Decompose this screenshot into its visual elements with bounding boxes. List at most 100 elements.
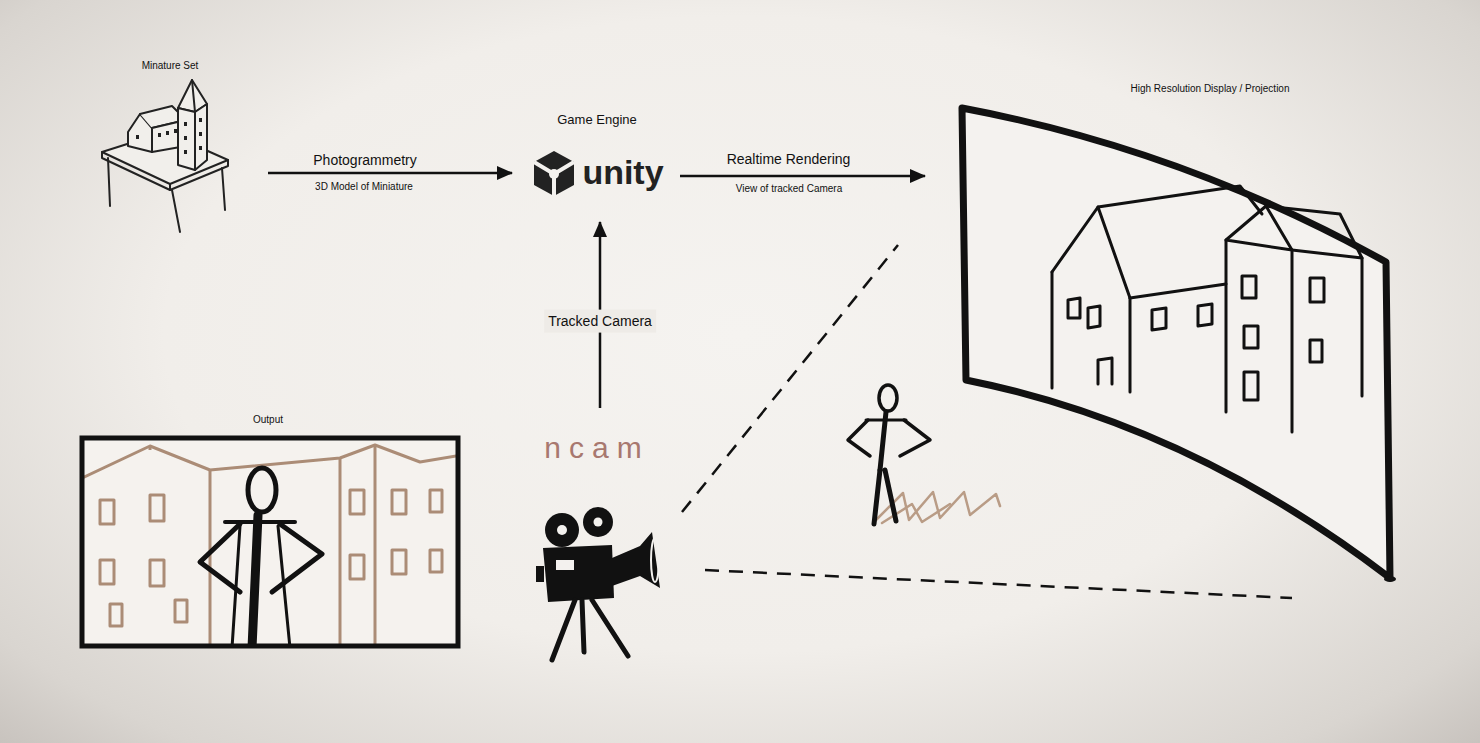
- sightline: [705, 570, 1292, 598]
- note-label: 3D Model of Miniature: [315, 181, 413, 193]
- logo-text: unity: [582, 152, 663, 193]
- film-camera: [557, 525, 567, 535]
- output-frame: [100, 495, 164, 626]
- film-camera: [536, 507, 660, 660]
- miniature-set: [172, 190, 180, 232]
- display-screen: [1052, 186, 1362, 432]
- display-screen: [1152, 308, 1166, 330]
- actor-figure: [874, 470, 896, 524]
- miniature-set: [169, 184, 171, 190]
- display-screen: [1310, 340, 1322, 362]
- output-frame: [252, 515, 258, 644]
- miniature-set: [174, 129, 177, 133]
- display-screen: [1361, 258, 1364, 396]
- display-screen: [1244, 372, 1258, 400]
- film-camera: [543, 545, 614, 602]
- film-camera: [545, 513, 579, 547]
- unity-logo-icon: [534, 151, 574, 196]
- unity-logo-icon: [534, 151, 574, 196]
- output-frame: [225, 520, 295, 524]
- film-camera: [594, 518, 603, 527]
- output-frame: [150, 445, 375, 644]
- film-camera: [552, 600, 628, 660]
- film-camera: [583, 507, 613, 537]
- miniature-set: [136, 118, 202, 154]
- display-screen: [1242, 276, 1256, 298]
- miniature-set: [184, 122, 187, 126]
- miniature-set: [136, 135, 139, 139]
- display-screen: [1130, 284, 1226, 298]
- actor-figure: [848, 385, 1000, 524]
- edge-label: Photogrammetry: [313, 152, 416, 169]
- output-frame: [232, 526, 290, 644]
- tracking-system: ncam: [545, 408, 658, 470]
- miniature-set: [184, 150, 187, 154]
- miniature-set: [199, 146, 202, 150]
- node-label: Output: [253, 414, 283, 426]
- display-screen: [1129, 298, 1132, 392]
- miniature-set: [199, 118, 202, 122]
- miniature-set: [108, 158, 110, 206]
- miniature-set: [102, 80, 228, 232]
- display-screen: [1088, 306, 1100, 328]
- display-screen: [962, 108, 1396, 582]
- output-frame: Output: [78, 410, 462, 650]
- miniature-set: [195, 104, 207, 170]
- unity-logo-icon: [549, 169, 559, 179]
- display-screen: High Resolution Display / Projection: [925, 80, 1400, 590]
- miniature-set: [222, 168, 225, 210]
- actor-figure: [866, 419, 906, 422]
- output-frame: [82, 438, 458, 646]
- sightline: [682, 245, 1292, 598]
- output-frame: [248, 468, 276, 512]
- film-camera: [556, 560, 574, 570]
- display-screen: [1051, 272, 1054, 388]
- display-screen: [1266, 206, 1362, 258]
- display-screen: [1098, 358, 1112, 384]
- display-screen: [1384, 576, 1396, 582]
- miniature-set: [199, 132, 202, 136]
- note-label: View of tracked Camera: [736, 183, 843, 195]
- unity-logo-icon: [534, 162, 574, 196]
- display-screen: [1052, 207, 1130, 298]
- actor-figure: [900, 420, 930, 456]
- actor-figure: [848, 420, 870, 456]
- node-label: Minature Set: [142, 60, 199, 72]
- miniature-set: [158, 133, 161, 137]
- output-frame: [175, 600, 187, 622]
- miniature-set: Minature Set: [95, 56, 268, 236]
- edge-label: Tracked Camera: [544, 310, 656, 333]
- edge-label: Realtime Rendering: [727, 151, 851, 168]
- output-frame: [82, 438, 458, 646]
- film-camera: [651, 538, 659, 582]
- display-screen: [962, 108, 1390, 578]
- sightline: [682, 245, 898, 512]
- miniature-set: [178, 108, 195, 170]
- film-camera: [536, 566, 544, 582]
- miniature-set: [102, 152, 228, 190]
- miniature-set: [166, 131, 169, 135]
- film-camera: [612, 532, 660, 588]
- display-screen: [1068, 298, 1080, 318]
- display-screen: [1226, 206, 1292, 250]
- miniature-set: [192, 80, 195, 112]
- display-screen: [1198, 304, 1212, 326]
- display-screen: [1291, 250, 1294, 432]
- output-frame: [82, 438, 462, 650]
- output-frame: [84, 445, 456, 644]
- display-screen: [1244, 326, 1258, 348]
- display-screen: [1225, 240, 1228, 412]
- node-label: ncam: [544, 430, 649, 466]
- miniature-set: [184, 136, 187, 140]
- actor-figure: [879, 385, 897, 411]
- arrow-connector: [680, 175, 925, 178]
- output-frame: [200, 524, 240, 592]
- game-engine: Game Engine unity: [512, 106, 680, 222]
- node-label: Game Engine: [557, 112, 637, 128]
- output-frame: [200, 468, 322, 644]
- output-frame: [350, 490, 442, 579]
